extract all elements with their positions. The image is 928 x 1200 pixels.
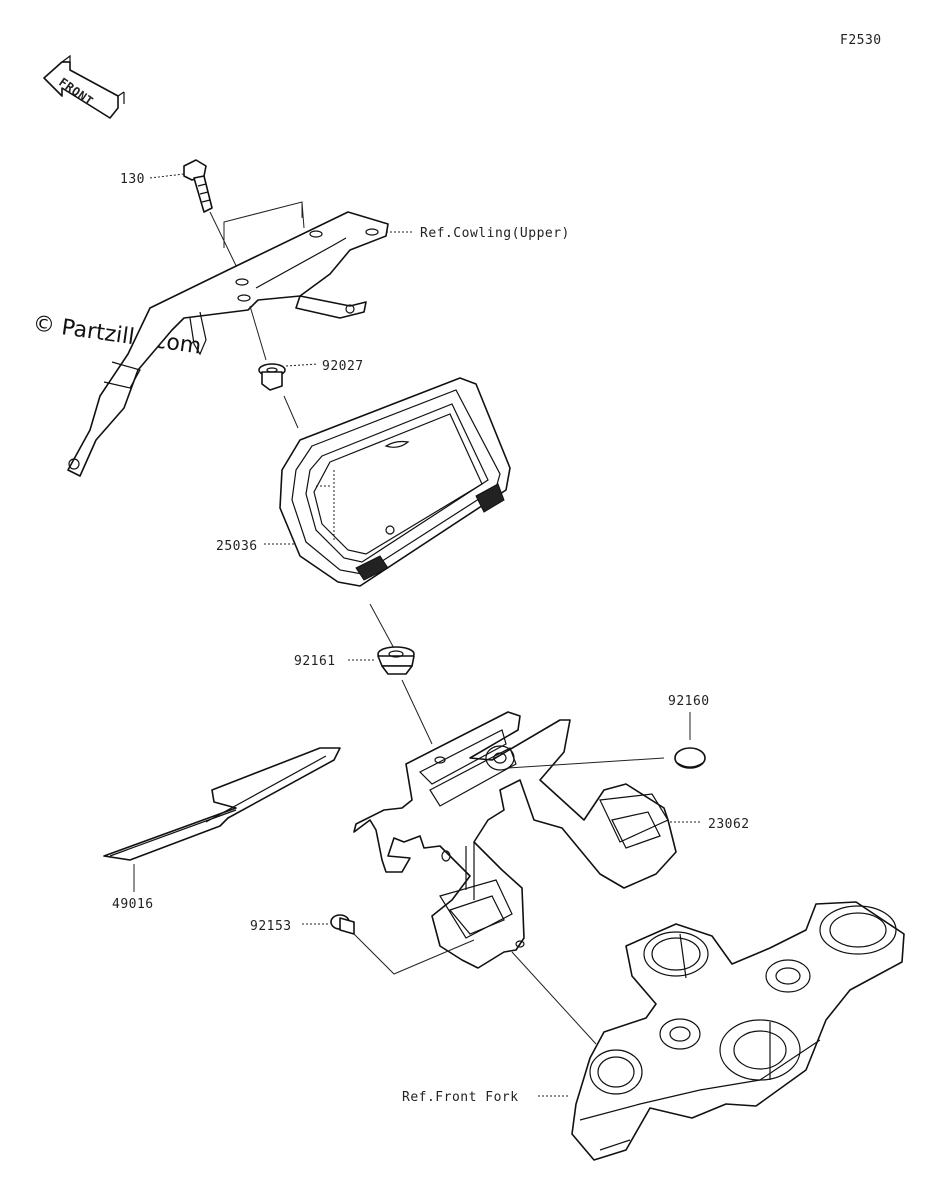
cap-92160	[674, 747, 706, 769]
sheet-49016	[103, 747, 341, 861]
meter-assembly-25036	[279, 377, 511, 587]
bolt-92153	[330, 914, 355, 935]
collar-92027	[258, 363, 286, 391]
callout-130: 130	[120, 172, 145, 187]
meter-bracket-upper	[67, 211, 389, 477]
front-arrow-icon: FRONT	[43, 54, 125, 119]
callout-ref-front-fork: Ref.Front Fork	[402, 1090, 519, 1105]
callout-25036: 25036	[216, 539, 258, 554]
upper-triple-clamp	[571, 901, 905, 1161]
figure-code: F2530	[840, 33, 882, 48]
meter-bracket-23062	[353, 711, 677, 969]
callout-92160: 92160	[668, 694, 710, 709]
bolt-130	[183, 159, 213, 213]
callout-92027: 92027	[322, 359, 364, 374]
callout-92161: 92161	[294, 654, 336, 669]
damper-92161	[377, 646, 415, 675]
callout-23062: 23062	[708, 817, 750, 832]
callout-ref-cowling-upper: Ref.Cowling(Upper)	[420, 226, 570, 241]
callout-49016: 49016	[112, 897, 154, 912]
callout-92153: 92153	[250, 919, 292, 934]
